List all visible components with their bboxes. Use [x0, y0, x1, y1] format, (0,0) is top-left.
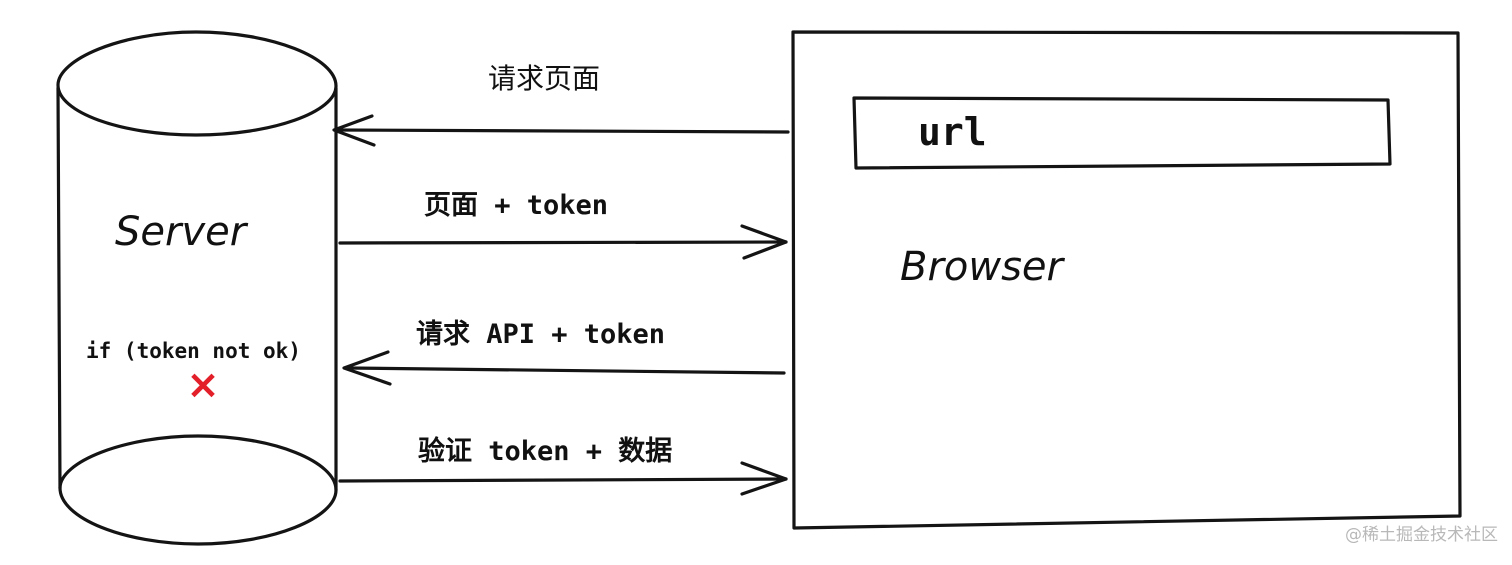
- arrow-request-api-line: [346, 366, 786, 375]
- browser-title: Browser: [900, 244, 1066, 290]
- arrow-request-page-line: [336, 128, 790, 134]
- server-cylinder-top: [56, 30, 338, 137]
- arrow-verify-data-line: [338, 477, 788, 483]
- arrow-request-api-label: 请求 API + token: [416, 319, 665, 350]
- url-bar-text: url: [918, 110, 987, 154]
- arrow-request-page-label: 请求页面: [488, 62, 600, 95]
- arrow-verify-data: [338, 461, 788, 496]
- browser-window: [791, 30, 1462, 530]
- arrow-page-token-head: [740, 224, 788, 260]
- arrow-request-page-head: [332, 114, 376, 147]
- server-title: Server: [115, 209, 249, 255]
- arrow-request-page: [332, 114, 790, 147]
- watermark-text: @稀土掘金技术社区: [1345, 525, 1498, 545]
- server-condition: if (token not ok): [86, 339, 301, 363]
- arrow-page-token-label: 页面 + token: [424, 190, 608, 221]
- browser-frame: [791, 30, 1462, 530]
- server-cylinder-bottom: [58, 434, 338, 546]
- arrow-request-api-head: [342, 350, 392, 386]
- arrow-verify-data-head: [740, 461, 788, 496]
- arrow-page-token: [338, 224, 788, 260]
- arrow-verify-data-label: 验证 token + 数据: [418, 435, 672, 467]
- arrow-page-token-line: [338, 240, 788, 245]
- reject-x-icon: ×: [186, 362, 220, 408]
- url-bar-frame: [852, 96, 1392, 170]
- server-cylinder-left-wall: [56, 86, 62, 490]
- arrow-request-api: [342, 350, 786, 386]
- server-cylinder: [56, 30, 338, 546]
